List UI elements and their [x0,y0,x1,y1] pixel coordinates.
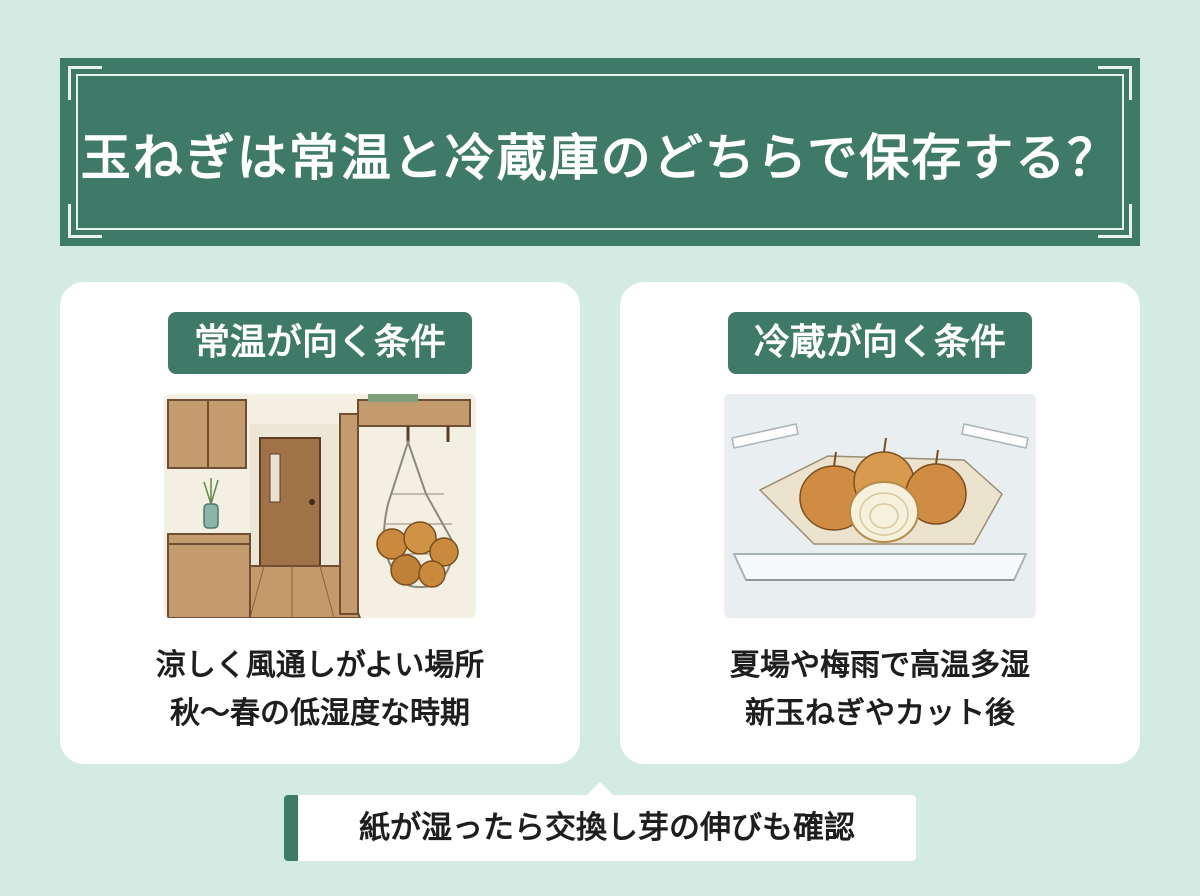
tip-note: 紙が湿ったら交換し芽の伸びも確認 [284,795,916,861]
title-banner: 玉ねぎは常温と冷蔵庫のどちらで保存する？ [60,58,1140,246]
title-frame [76,74,1124,230]
condition-line: 涼しく風通しがよい場所 [155,648,485,683]
fridge-onion-image [724,394,1036,618]
condition-line: 夏場や梅雨で高温多湿 [730,648,1030,683]
tip-text: 紙が湿ったら交換し芽の伸びも確認 [359,810,855,846]
room-temperature-label: 常温が向く条件 [167,312,473,374]
refrigerator-card: 冷蔵が向く条件 夏場や梅雨で高温多湿 新玉ねぎやカット後 [620,282,1140,764]
hallway-onion-net-image [164,394,476,618]
fridge-illustration [724,394,1036,618]
condition-line: 新玉ねぎやカット後 [745,696,1015,731]
condition-line: 秋〜春の低湿度な時期 [170,696,470,731]
corner-ornament [1098,204,1132,238]
hallway-illustration [164,394,476,618]
refrigerator-label: 冷蔵が向く条件 [727,312,1033,374]
corner-ornament [68,66,102,100]
pointer-notch [586,782,614,796]
corner-ornament [68,204,102,238]
note-accent-bar [284,795,298,861]
corner-ornament [1098,66,1132,100]
page-title: 玉ねぎは常温と冷蔵庫のどちらで保存する？ [80,129,1120,187]
room-temperature-conditions: 涼しく風通しがよい場所 秋〜春の低湿度な時期 [60,642,580,738]
room-temperature-card: 常温が向く条件 [60,282,580,764]
refrigerator-conditions: 夏場や梅雨で高温多湿 新玉ねぎやカット後 [620,642,1140,738]
